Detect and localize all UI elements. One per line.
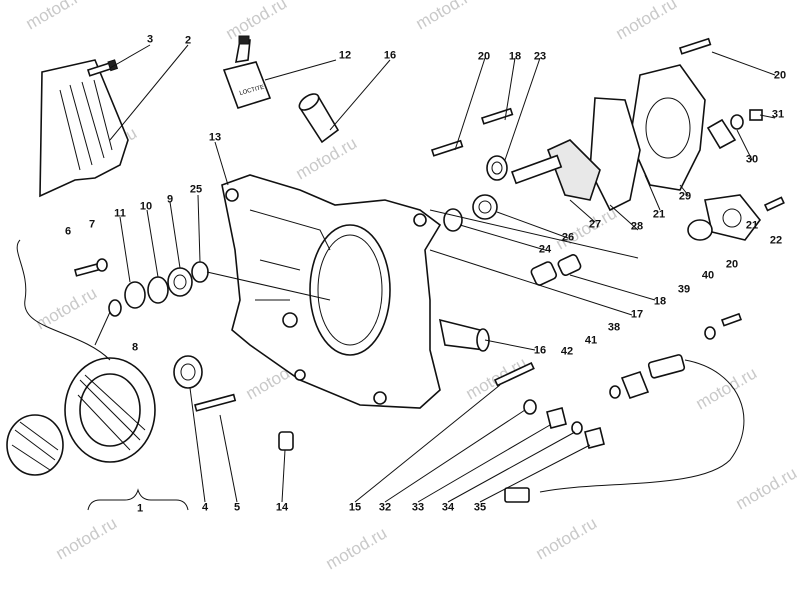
- watermark: motod.ru: [33, 283, 101, 333]
- pump-impeller-shaft: [510, 139, 601, 201]
- clutch-housing-cover: [221, 174, 442, 409]
- callout-34: 32: [378, 501, 392, 514]
- sensor-parts: [523, 399, 605, 449]
- callout-14: 14: [275, 501, 289, 514]
- callout-12: 12: [338, 49, 352, 62]
- callout-16-lower: 16: [533, 344, 547, 357]
- flange-23: [687, 194, 785, 241]
- bolts-small: [74, 258, 237, 412]
- callout-8: 8: [131, 341, 139, 354]
- leader-lines: [94, 44, 776, 503]
- callout-29: 27: [588, 218, 602, 231]
- callout-10: 10: [139, 200, 153, 213]
- watermark: motod.ru: [533, 513, 601, 563]
- callout-39: 39: [677, 283, 691, 296]
- bolt-15: [493, 362, 535, 387]
- bearing-stack: [108, 261, 209, 389]
- sensor-with-cable: [504, 312, 745, 503]
- callout-17: 17: [630, 308, 644, 321]
- callout-28: 26: [561, 231, 575, 244]
- callout-23: 21: [745, 219, 759, 232]
- pump-gasket: [589, 97, 641, 212]
- watermark: motod.ru: [613, 0, 681, 43]
- hose-fitting: [706, 109, 763, 150]
- sprocket-cover: [39, 59, 129, 198]
- callout-26: 24: [538, 243, 552, 256]
- callout-2: 2: [184, 34, 192, 47]
- callout-24: 22: [769, 234, 783, 247]
- callout-41: 41: [584, 334, 598, 347]
- callout-20-b: 20: [773, 69, 787, 82]
- callout-42: 42: [560, 345, 574, 358]
- callout-15: 15: [348, 501, 362, 514]
- alternator-rotor: [6, 414, 64, 476]
- group-bracket: [87, 488, 189, 511]
- watermark: motod.ru: [323, 523, 391, 573]
- callout-11: 11: [114, 207, 126, 220]
- bearing-25: [486, 155, 508, 181]
- callout-31: 29: [678, 190, 692, 203]
- callout-19: 18: [508, 50, 522, 63]
- callout-33: 31: [771, 108, 785, 121]
- watermark: motod.ru: [463, 353, 531, 403]
- watermark: motod.ru: [293, 133, 361, 183]
- callout-7: 7: [88, 218, 96, 231]
- watermark: motod.ru: [413, 0, 481, 33]
- callout-37: 35: [473, 501, 487, 514]
- callout-6: 6: [64, 225, 72, 238]
- callout-21: 21: [652, 208, 666, 221]
- seals-26-28: [443, 194, 498, 232]
- bolts-19-20: [430, 37, 712, 157]
- elbow-pipe-top: [298, 93, 340, 144]
- watermark: motod.ru: [733, 463, 799, 513]
- callout-16-top: 16: [383, 49, 397, 62]
- callout-38: 38: [607, 321, 621, 334]
- callout-30: 28: [630, 220, 644, 233]
- dowel-14: [278, 431, 294, 451]
- water-pump-cover: [629, 64, 706, 191]
- callout-36: 34: [441, 501, 455, 514]
- watermark: motod.ru: [53, 513, 121, 563]
- elbow-pipe-lower: [438, 318, 490, 352]
- callout-32: 30: [745, 153, 759, 166]
- watermark: motod.ru: [23, 0, 91, 33]
- watermark: motod.ru: [693, 363, 761, 413]
- callout-9: 9: [166, 193, 174, 206]
- callout-3: 3: [146, 33, 154, 46]
- callout-13: 13: [208, 131, 222, 144]
- callout-35: 33: [411, 501, 425, 514]
- callout-5: 5: [233, 501, 241, 514]
- watermark: motod.ru: [223, 0, 291, 43]
- bushings-17-18: [530, 254, 582, 286]
- callout-20-a: 20: [477, 50, 491, 63]
- loctite-tube: LOCTITE: [222, 35, 272, 109]
- callout-25: 23: [533, 50, 547, 63]
- callout-4: 4: [201, 501, 209, 514]
- callout-22: 20: [725, 258, 739, 271]
- callout-1: 1: [136, 502, 144, 515]
- alternator-stator: [16, 239, 156, 463]
- callout-40: 40: [701, 269, 715, 282]
- callout-18: 18: [653, 295, 667, 308]
- callout-27: 25: [189, 183, 203, 196]
